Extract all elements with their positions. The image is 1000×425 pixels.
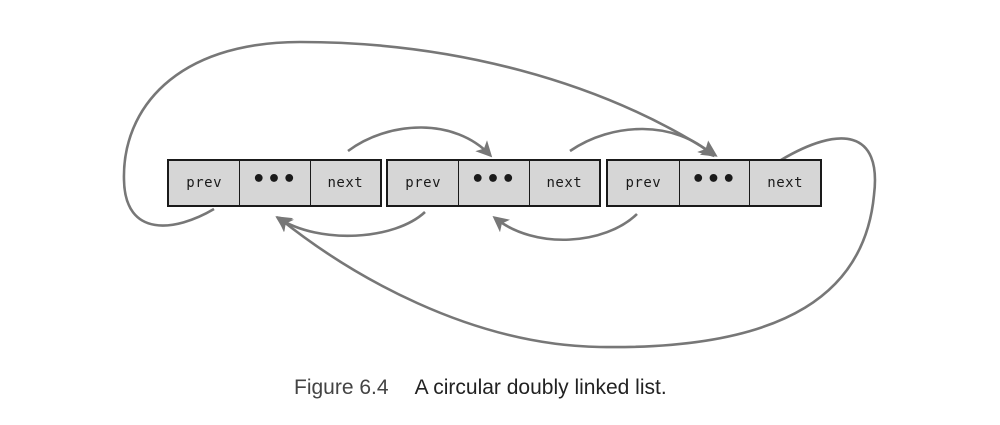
list-node-2: prev ••• next [386, 159, 601, 207]
data-field: ••• [239, 161, 309, 205]
next-field: next [309, 161, 380, 205]
data-field: ••• [678, 161, 750, 205]
next-link-1-to-2 [569, 127, 715, 158]
prev-field: prev [405, 175, 442, 191]
figure-number: Figure 6.4 [294, 376, 389, 399]
prev-link-1-to-0 [275, 211, 426, 238]
prev-link-0-to-2 [122, 40, 718, 227]
next-field: next [749, 161, 820, 205]
prev-link-2-to-1 [492, 213, 638, 242]
caption-text: A circular doubly linked list. [414, 376, 667, 399]
list-node-3: prev ••• next [606, 159, 822, 207]
next-field: next [528, 161, 599, 205]
prev-field: prev [186, 175, 223, 191]
next-link-2-to-0 [276, 137, 877, 349]
prev-field: prev [625, 175, 662, 191]
figure-caption: Figure 6.4 A circular doubly linked list. [294, 376, 667, 400]
data-field: ••• [458, 161, 528, 205]
next-link-0-to-1 [347, 126, 493, 158]
list-node-1: prev ••• next [167, 159, 382, 207]
